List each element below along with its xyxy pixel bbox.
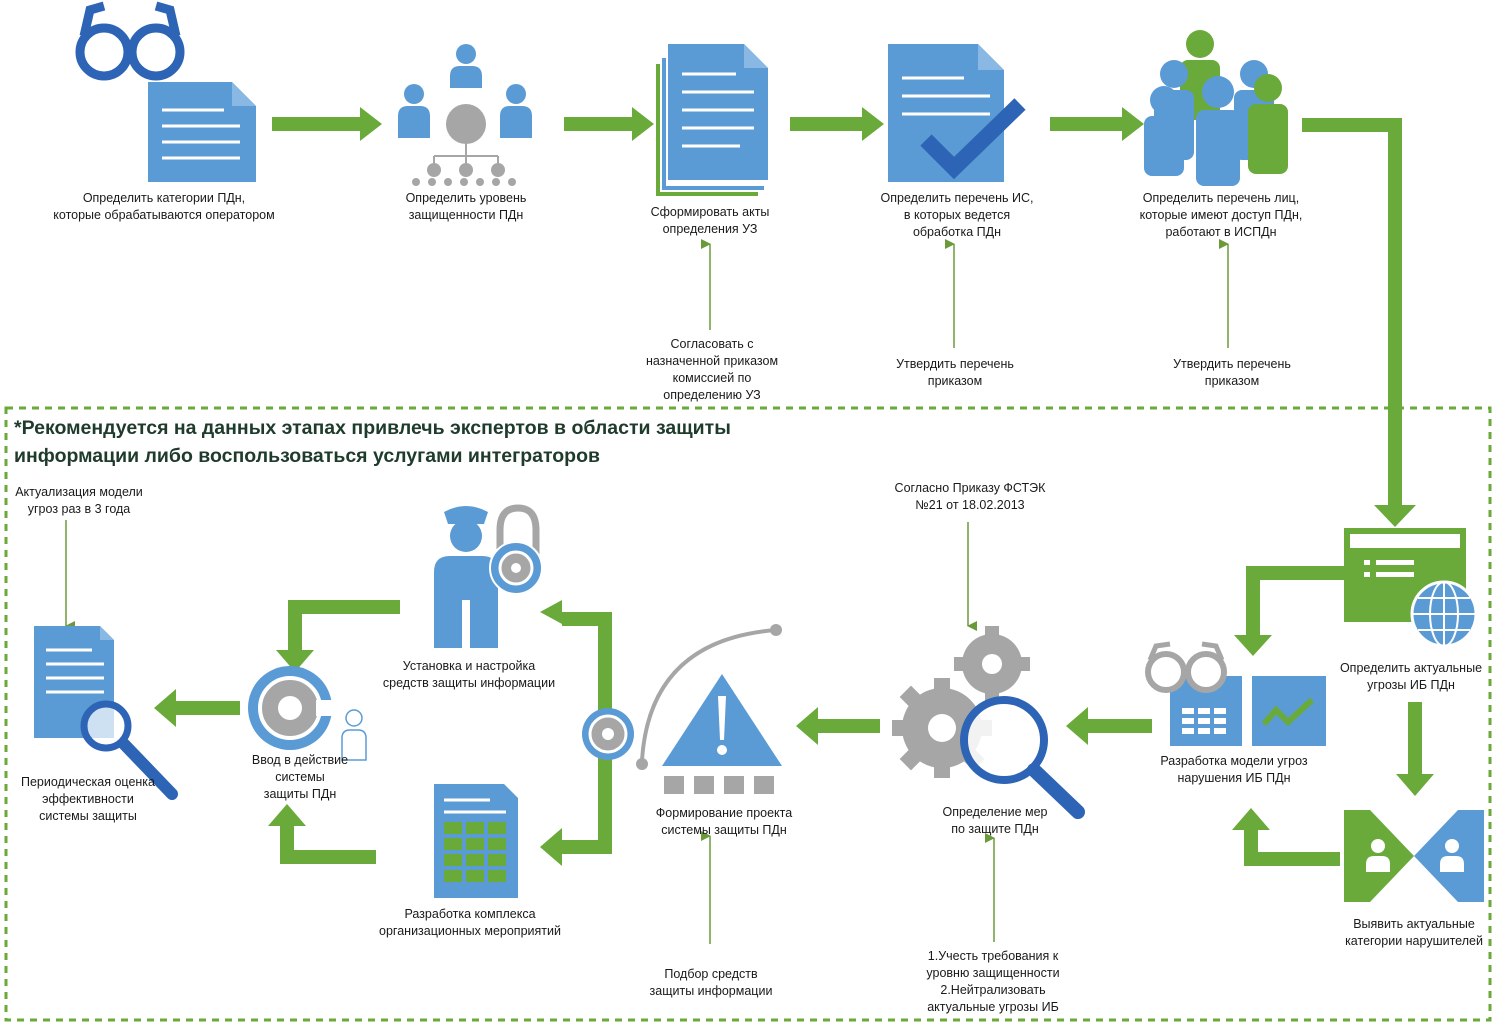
top-flow-arrows — [272, 107, 1416, 527]
small-vault-icon — [582, 708, 634, 760]
step-label-s9: Определение мер по защите ПДн — [942, 805, 1048, 836]
arrow-s13-s14 — [154, 689, 240, 727]
annotation-a2: Утвердить перечень приказом — [896, 357, 1014, 388]
warning-triangle-icon — [636, 624, 782, 794]
document-stack-icon — [656, 44, 768, 196]
step-label-s4: Определить перечень ИС, в которых ведетс… — [880, 191, 1034, 239]
spreadsheet-document-icon — [434, 784, 518, 898]
arrow-s6-s7 — [1396, 702, 1434, 796]
annotation-a6: Подбор средств защиты информации — [649, 967, 773, 998]
glasses-charts-icon — [1145, 641, 1326, 746]
arrow-s7-s8 — [1232, 808, 1340, 866]
arrow-s5-s6 — [1302, 118, 1416, 527]
arrow-s4-s5 — [1050, 107, 1144, 141]
step-label-s6: Определить актуальные угрозы ИБ ПДн — [1339, 661, 1483, 692]
step-label-s7: Выявить актуальные категории нарушителей — [1345, 917, 1483, 948]
arrow-s6-s8 — [1234, 566, 1344, 656]
step-label-s11: Установка и настройка средств защиты инф… — [382, 659, 556, 690]
step-label-s1: Определить категории ПДн, которые обраба… — [53, 191, 275, 222]
arrow-s12-s13 — [268, 804, 376, 864]
hierarchy-people-icon — [398, 44, 532, 186]
guard-lock-icon — [434, 504, 543, 648]
step-label-s12: Разработка комплекса организационных мер… — [379, 907, 561, 938]
annotation-a5: 1.Учесть требования к уровню защищенност… — [926, 949, 1060, 1014]
gears-magnifier-icon — [892, 626, 1085, 819]
recommendation-frame — [4, 406, 1492, 1022]
arrow-trunk-s11 — [540, 600, 612, 626]
annotation-arrows — [65, 239, 1229, 944]
step-label-s3: Сформировать акты определения УЗ — [650, 205, 770, 236]
recommendation-note: *Рекомендуется на данных этапах привлечь… — [14, 417, 731, 467]
arrow-s11-s13 — [276, 600, 400, 672]
step-label-s13: Ввод в действие системы защиты ПДн — [251, 753, 349, 801]
step-label-s8: Разработка модели угроз нарушения ИБ ПДн — [1160, 754, 1308, 785]
step-label-s5: Определить перечень лиц, которые имеют д… — [1139, 191, 1303, 239]
two-persons-arrows-icon — [1344, 810, 1484, 902]
arrow-s2-s3 — [564, 107, 654, 141]
arrow-s3-s4 — [790, 107, 884, 141]
annotation-a7: Актуализация модели угроз раз в 3 года — [15, 485, 143, 516]
step-label-s2: Определить уровень защищенности ПДн — [405, 191, 527, 222]
document-magnifier-icon — [34, 626, 178, 800]
step-label-s14: Периодическая оценка эффективности систе… — [21, 775, 155, 823]
vault-person-icon — [248, 666, 367, 761]
arrow-s9-s10 — [796, 707, 880, 745]
checked-document-icon — [888, 44, 1026, 182]
people-group-icon — [1144, 30, 1288, 186]
step-label-s10: Формирование проекта системы защиты ПДн — [655, 806, 793, 837]
arrow-trunk-s12 — [540, 828, 612, 866]
annotation-a3: Утвердить перечень приказом — [1173, 357, 1291, 388]
browser-globe-icon — [1344, 528, 1478, 648]
annotation-a4: Согласно Приказу ФСТЭК №21 от 18.02.2013 — [894, 481, 1046, 512]
arrow-s8-s9 — [1066, 707, 1152, 745]
arrow-s1-s2 — [272, 107, 382, 141]
annotation-a1: Согласовать с назначенной приказом комис… — [645, 337, 779, 402]
glasses-document-icon — [75, 1, 256, 182]
